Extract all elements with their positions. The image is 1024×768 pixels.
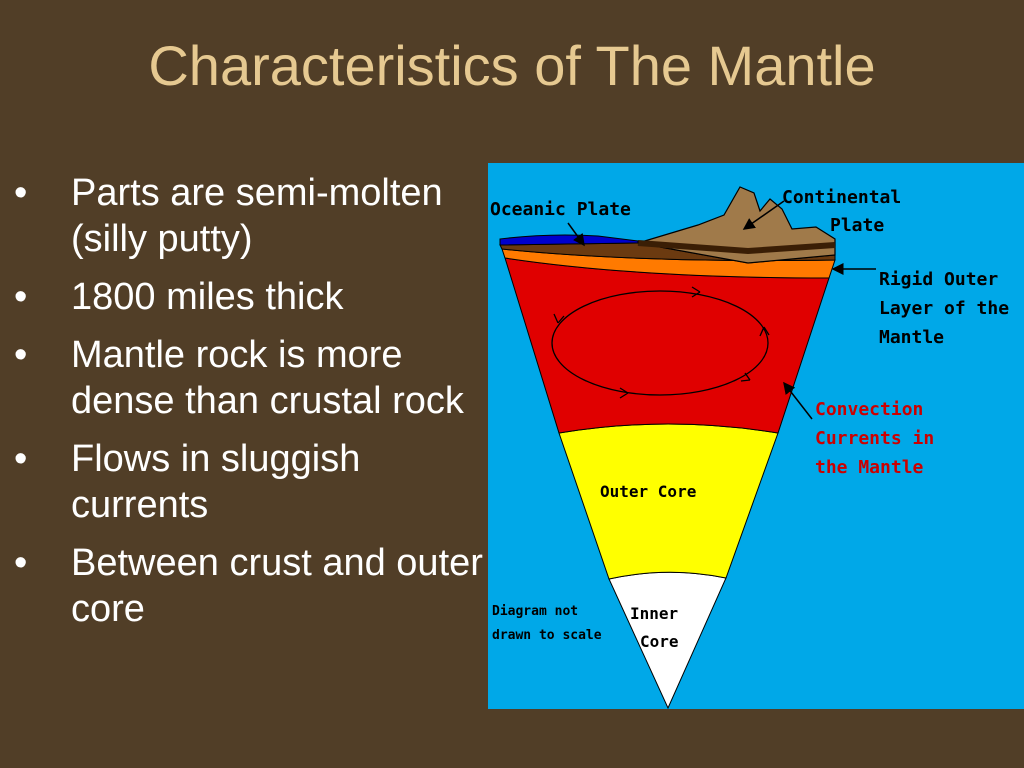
label-rigid-line3: Mantle xyxy=(879,327,944,348)
convection-loop xyxy=(551,290,769,396)
label-inner-core-line2: Core xyxy=(640,632,679,651)
bullet-dot: • xyxy=(14,172,28,214)
diagram-svg: Oceanic Plate Continental Plate Rigid Ou… xyxy=(488,163,1024,709)
bullet-text: Between crust and outer core xyxy=(71,542,483,630)
bullet-dot: • xyxy=(14,438,28,480)
convection-pointer xyxy=(783,381,813,420)
bullet-item: • Between crust and outer core xyxy=(14,540,484,632)
convection-arrow xyxy=(691,286,701,298)
bullet-dot: • xyxy=(14,542,28,584)
slide-title: Characteristics of The Mantle xyxy=(148,34,876,97)
bullet-item: • Parts are semi-molten (silly putty) xyxy=(14,170,484,262)
bullet-item: • Flows in sluggish currents xyxy=(14,436,484,528)
bullet-dot: • xyxy=(14,334,28,376)
mantle-layer xyxy=(504,257,830,434)
convection-arrow xyxy=(553,313,565,324)
bullet-text: Mantle rock is more dense than crustal r… xyxy=(71,334,464,422)
label-convection-line1: Convection xyxy=(815,399,923,420)
label-note-line2: drawn to scale xyxy=(492,628,602,643)
continental-ridge xyxy=(637,240,836,255)
label-inner-core-line1: Inner xyxy=(630,604,678,623)
label-note-line1: Diagram not xyxy=(492,604,578,619)
bullet-item: • 1800 miles thick xyxy=(14,274,484,320)
label-oceanic-plate: Oceanic Plate xyxy=(490,199,631,220)
bullet-text: Parts are semi-molten (silly putty) xyxy=(71,172,443,260)
bullet-text: Flows in sluggish currents xyxy=(71,438,361,526)
label-convection-line3: the Mantle xyxy=(815,457,924,478)
label-outer-core: Outer Core xyxy=(600,482,696,501)
label-convection-line2: Currents in xyxy=(815,428,934,449)
label-rigid-line2: Layer of the xyxy=(879,298,1009,319)
label-continental-line2: Plate xyxy=(830,215,884,236)
label-continental-line1: Continental xyxy=(782,187,901,208)
convection-arrow xyxy=(740,372,751,382)
crust-layer xyxy=(499,242,836,264)
label-rigid-line1: Rigid Outer xyxy=(879,269,998,290)
convection-arrow xyxy=(759,326,770,337)
oceanic-pointer xyxy=(567,222,585,247)
earth-layers-diagram: Oceanic Plate Continental Plate Rigid Ou… xyxy=(488,163,1024,709)
continental-pointer xyxy=(742,200,785,230)
oceanic-plate xyxy=(499,234,639,246)
bullet-dot: • xyxy=(14,276,28,318)
bullet-item: • Mantle rock is more dense than crustal … xyxy=(14,332,484,424)
bullet-text: 1800 miles thick xyxy=(71,276,344,318)
bullet-list: • Parts are semi-molten (silly putty) • 18… xyxy=(14,170,484,644)
convection-arrow xyxy=(619,387,629,399)
